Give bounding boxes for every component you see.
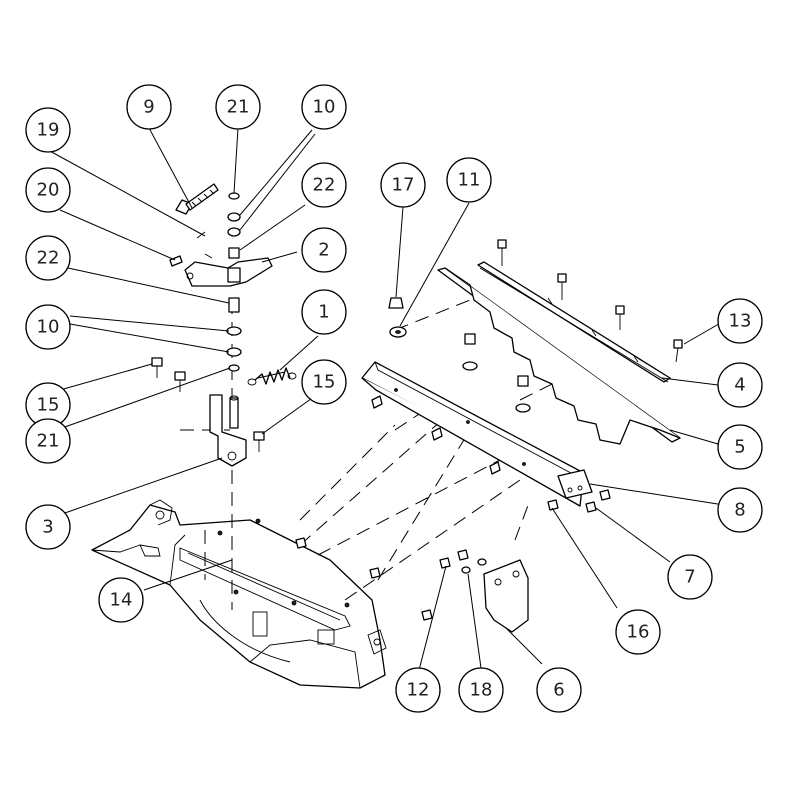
callout-number: 10 bbox=[37, 317, 60, 338]
callout-circle bbox=[536, 667, 582, 713]
callout-5-toothed-deflector: 5 bbox=[717, 424, 763, 470]
callout-15-flange-bolt: 15 bbox=[301, 359, 347, 405]
mounting-channel bbox=[361, 361, 593, 507]
callout-circle bbox=[446, 157, 492, 203]
callout-bubbles: 9 21 10 19 22 20 2 17 11 22 13 1 10 15 15 4 5 21 3 8 7 14 16 12… bbox=[25, 84, 763, 713]
callout-6-cover-plate: 6 bbox=[536, 667, 582, 713]
callout-number: 5 bbox=[734, 437, 745, 458]
callout-number: 15 bbox=[37, 395, 60, 416]
callout-number: 16 bbox=[627, 622, 650, 643]
callout-circle bbox=[25, 235, 71, 281]
callout-circle bbox=[126, 84, 172, 130]
callout-number: 3 bbox=[42, 517, 53, 538]
deflector-bolts bbox=[497, 239, 683, 363]
callout-circle bbox=[301, 359, 347, 405]
channel-hardware bbox=[388, 297, 531, 413]
callout-3-pivot-bracket: 3 bbox=[25, 504, 71, 550]
callout-1-extension-spring: 1 bbox=[301, 289, 347, 335]
callout-number: 20 bbox=[37, 180, 60, 201]
callout-15-flange-bolt: 15 bbox=[25, 382, 71, 428]
callout-circle bbox=[25, 504, 71, 550]
callout-8-mounting-channel: 8 bbox=[717, 487, 763, 533]
pivot-hardware-stack bbox=[226, 192, 242, 372]
callout-number: 8 bbox=[734, 500, 745, 521]
callout-number: 14 bbox=[110, 590, 133, 611]
deflector-assembly bbox=[437, 261, 681, 445]
callout-circle bbox=[717, 362, 763, 408]
callout-circle bbox=[717, 487, 763, 533]
belt-guard-housing bbox=[91, 499, 387, 689]
callout-14-belt-guard-housing: 14 bbox=[98, 577, 144, 623]
callout-number: 21 bbox=[227, 97, 250, 118]
callout-10-washer: 10 bbox=[301, 84, 347, 130]
tension-rod bbox=[175, 183, 219, 215]
idler-arm bbox=[184, 257, 273, 287]
callout-16-nut: 16 bbox=[615, 609, 661, 655]
callout-17-cap-nut: 17 bbox=[380, 162, 426, 208]
callout-circle bbox=[25, 418, 71, 464]
callout-circle bbox=[301, 84, 347, 130]
callout-number: 22 bbox=[313, 175, 336, 196]
callout-20-clevis-pin: 20 bbox=[25, 167, 71, 213]
callout-circle bbox=[615, 609, 661, 655]
callout-11-flat-washer: 11 bbox=[446, 157, 492, 203]
pivot-bracket bbox=[209, 394, 247, 467]
callout-circle bbox=[301, 162, 347, 208]
callout-2-idler-arm: 2 bbox=[301, 227, 347, 273]
callout-number: 21 bbox=[37, 431, 60, 452]
callout-number: 13 bbox=[729, 311, 752, 332]
callout-9-tension-rod: 9 bbox=[126, 84, 172, 130]
callout-circle bbox=[301, 227, 347, 273]
callout-number: 2 bbox=[318, 240, 329, 261]
extension-spring bbox=[247, 367, 297, 386]
callout-circle bbox=[458, 667, 504, 713]
callout-number: 22 bbox=[37, 248, 60, 269]
callout-19-cotter-pin: 19 bbox=[25, 107, 71, 153]
callout-12-bolt: 12 bbox=[395, 667, 441, 713]
channel-nuts bbox=[547, 489, 611, 513]
callout-number: 1 bbox=[318, 302, 329, 323]
callout-21-e-clip: 21 bbox=[215, 84, 261, 130]
cover-hardware bbox=[295, 537, 487, 621]
callout-number: 10 bbox=[313, 97, 336, 118]
callout-circle bbox=[301, 289, 347, 335]
callout-number: 9 bbox=[143, 97, 154, 118]
callout-22-spacer-bushing: 22 bbox=[301, 162, 347, 208]
callout-7-nut: 7 bbox=[667, 554, 713, 600]
callout-circle bbox=[717, 424, 763, 470]
callout-number: 12 bbox=[407, 680, 430, 701]
flange-bolts bbox=[151, 357, 265, 452]
callout-number: 15 bbox=[313, 372, 336, 393]
callout-number: 18 bbox=[470, 680, 493, 701]
callout-number: 7 bbox=[684, 567, 695, 588]
callout-number: 4 bbox=[734, 375, 745, 396]
callout-circle bbox=[667, 554, 713, 600]
callout-number: 17 bbox=[392, 175, 415, 196]
callout-circle bbox=[395, 667, 441, 713]
callout-18-washer: 18 bbox=[458, 667, 504, 713]
callout-13-hex-bolt: 13 bbox=[717, 298, 763, 344]
callout-circle bbox=[98, 577, 144, 623]
callout-number: 19 bbox=[37, 120, 60, 141]
callout-21-e-clip: 21 bbox=[25, 418, 71, 464]
callout-22-spacer-bushing: 22 bbox=[25, 235, 71, 281]
callout-circle bbox=[25, 107, 71, 153]
callout-circle bbox=[717, 298, 763, 344]
callout-circle bbox=[215, 84, 261, 130]
callout-circle bbox=[380, 162, 426, 208]
callout-number: 11 bbox=[458, 170, 481, 191]
callout-4-deflector-strip: 4 bbox=[717, 362, 763, 408]
pins bbox=[169, 231, 213, 267]
callout-circle bbox=[25, 304, 71, 350]
callout-10-washer: 10 bbox=[25, 304, 71, 350]
callout-circle bbox=[25, 167, 71, 213]
leader-lines bbox=[47, 127, 725, 675]
callout-number: 6 bbox=[553, 680, 564, 701]
cover-plate bbox=[483, 559, 529, 633]
